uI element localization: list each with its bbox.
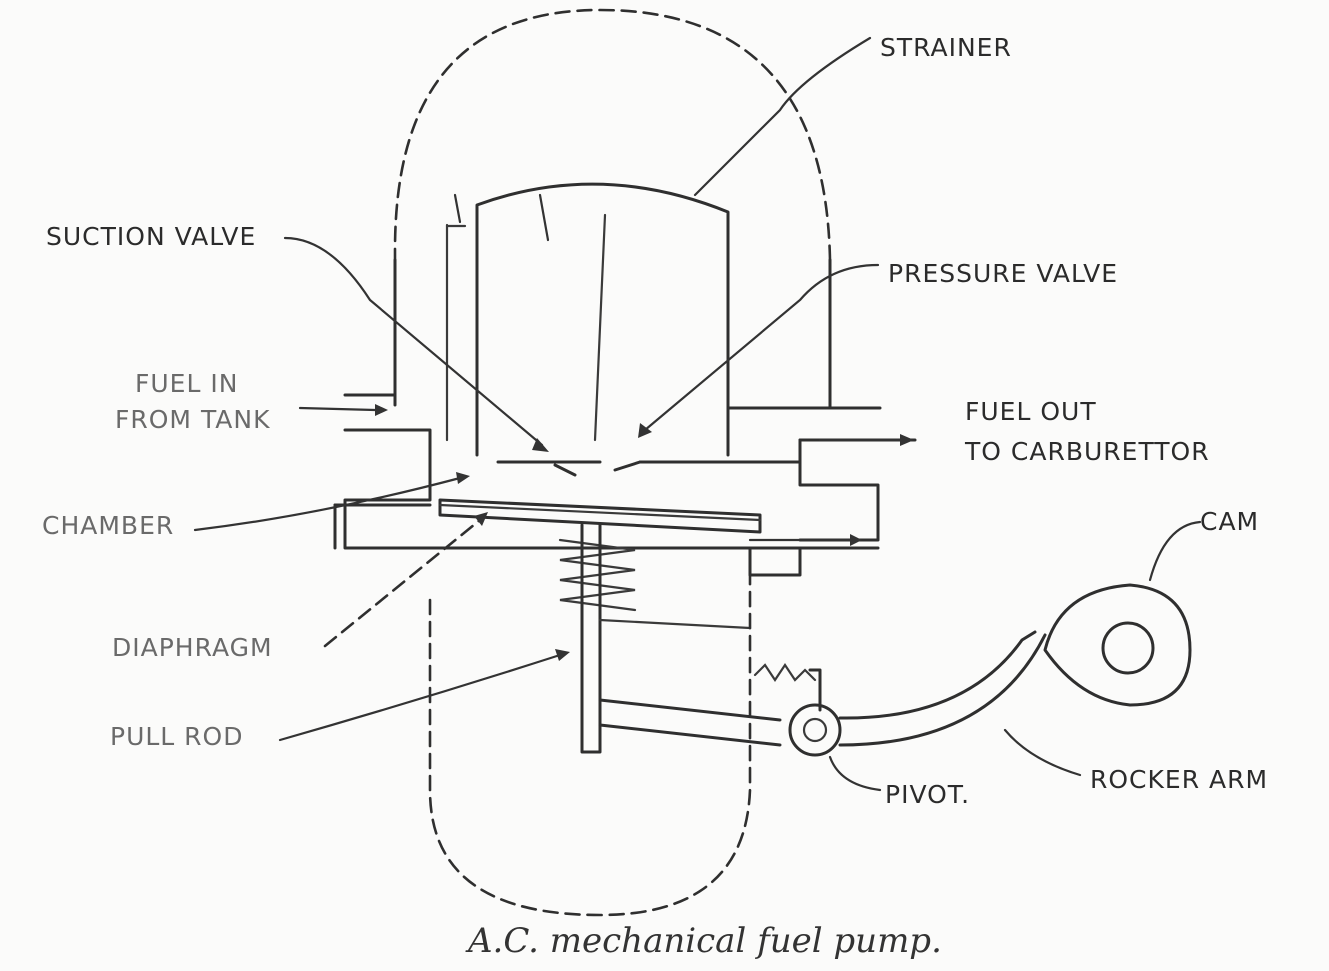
strainer-leader: [693, 36, 872, 197]
pressure-valve-leader: [643, 263, 880, 432]
pull-rod-leader: [278, 653, 562, 742]
label-fuel-in-line2: FROM TANK: [115, 405, 270, 434]
label-pull-rod: PULL ROD: [110, 722, 243, 751]
flow-arrows: [298, 404, 914, 546]
label-fuel-in-line1: FUEL IN: [135, 369, 238, 398]
label-suction-valve: SUCTION VALVE: [46, 222, 256, 251]
label-pivot: PIVOT.: [885, 780, 970, 809]
pivot-leader: [828, 755, 882, 792]
rocker-arm: [838, 630, 1047, 747]
fuel-in-pipe: [343, 393, 432, 457]
diaphragm: [438, 498, 762, 534]
label-cam: CAM: [1200, 507, 1259, 536]
cam: [1043, 583, 1192, 707]
pivot: [788, 703, 842, 757]
label-fuel-out-line2: TO CARBURETTOR: [964, 437, 1210, 466]
chamber-leader: [193, 476, 462, 532]
label-fuel-out-line1: FUEL OUT: [965, 397, 1097, 426]
pull-rod: [580, 523, 752, 754]
label-rocker-arm: ROCKER ARM: [1090, 765, 1268, 794]
pressure-valve: [613, 460, 642, 472]
upper-dome: [393, 8, 832, 410]
return-spring: [753, 663, 822, 712]
cam-leader: [1148, 520, 1202, 582]
label-pressure-valve: PRESSURE VALVE: [888, 259, 1118, 288]
suction-valve: [553, 463, 577, 477]
figure-caption: A.C. mechanical fuel pump.: [465, 921, 942, 961]
rocker-lever: [598, 698, 782, 747]
spring: [558, 538, 637, 612]
suction-valve-leader: [283, 236, 544, 447]
lower-dome: [428, 573, 752, 917]
label-chamber: CHAMBER: [42, 511, 174, 540]
diaphragm-leader: [323, 518, 482, 648]
label-strainer: STRAINER: [880, 33, 1012, 62]
rocker-arm-leader: [1003, 728, 1082, 777]
pump-body: [333, 453, 880, 577]
strainer-bowl: [445, 182, 730, 457]
label-diaphragm: DIAPHRAGM: [112, 633, 273, 662]
leader-lines: [193, 36, 1202, 792]
